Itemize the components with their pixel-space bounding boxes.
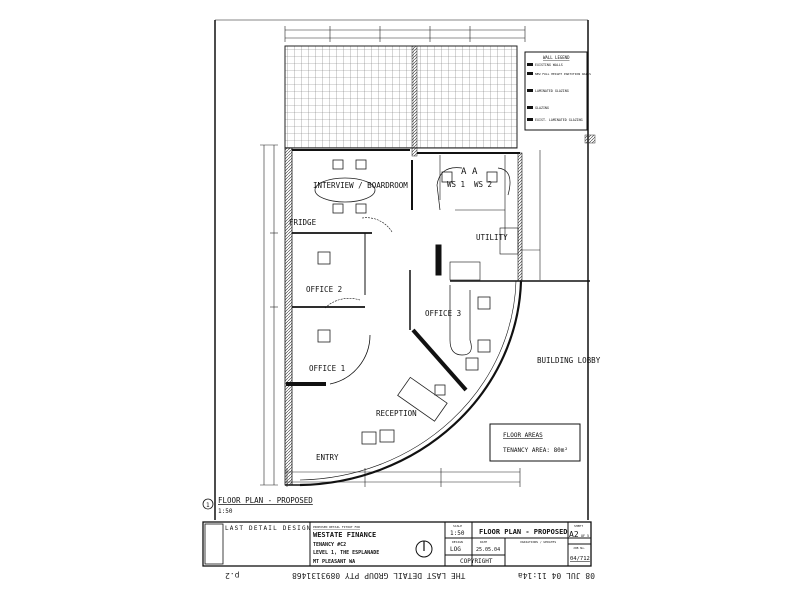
room-label-fridge: FRIDGE (289, 218, 317, 227)
tenancy: TENANCY #C2 (313, 542, 346, 548)
fax-datetime: 08 JUL 04 11:14a (517, 571, 595, 580)
sheet-frame (214, 19, 589, 520)
copyright: COPYRIGHT (460, 558, 493, 565)
legend-title: WALL LEGEND (543, 55, 570, 60)
legend-item: EXISTING WALLS (535, 63, 563, 67)
variations-label: VARIATIONS / UPDATES (520, 540, 556, 544)
caption-scale: 1:50 (218, 508, 233, 515)
job-label: JOB No. (573, 546, 586, 550)
wall-legend: WALL LEGEND EXISTING WALLS NEW FULL HEIG… (524, 51, 591, 131)
section-marker: A (461, 167, 467, 177)
legend-item: LAMINATED GLAZING (535, 89, 569, 93)
room-label-office1: OFFICE 1 (309, 364, 345, 373)
design-label: DESIGN (452, 540, 463, 544)
sheet-label: SHEET (574, 524, 583, 528)
reception-desk (397, 376, 448, 422)
legend-item: EXIST. LAMINATED GLAZING (535, 118, 583, 122)
room-label-utility: UTILITY (476, 233, 508, 242)
date-label: DATE (480, 540, 487, 544)
fax-header: 08 JUL 04 11:14a THE LAST DETAIL GROUP P… (225, 571, 595, 580)
fax-sender: THE LAST DETAIL GROUP PTY 0893131468 (292, 571, 466, 580)
room-label-office3: OFFICE 3 (425, 309, 461, 318)
title-block (202, 521, 592, 567)
boardroom-table (314, 177, 376, 203)
sheet-of: OF 5 (581, 534, 589, 538)
dimension-lines (260, 26, 541, 487)
walls (284, 147, 590, 487)
room-label-boardroom: INTERVIEW / BOARDROOM (313, 181, 408, 190)
hatch-sample (584, 134, 596, 144)
drawing-caption: 1 FLOOR PLAN - PROPOSED 1:50 (202, 496, 313, 515)
room-label-reception: RECEPTION (376, 409, 417, 418)
firm-name: LAST DETAIL DESIGN (225, 525, 312, 532)
project-label: PROPOSED RETAIL FITOUT FOR (313, 525, 360, 529)
room-labels: INTERVIEW / BOARDROOM FRIDGE WS 1 WS 2 U… (289, 167, 601, 462)
wall-column (411, 45, 418, 157)
design-value: LOG (450, 546, 461, 553)
legend-item: GLAZING (535, 106, 549, 110)
floor-areas-title: FLOOR AREAS (503, 432, 543, 439)
room-label-office2: OFFICE 2 (306, 285, 342, 294)
drawing-title: FLOOR PLAN - PROPOSED (479, 528, 568, 536)
suburb: MT PLEASANT WA (313, 559, 355, 565)
date-value: 25.05.04 (476, 547, 500, 553)
client-name: WESTATE FINANCE (313, 531, 376, 539)
title-block-text: LAST DETAIL DESIGN PROPOSED RETAIL FITOU… (225, 524, 590, 565)
room-label-ws2: WS 2 (474, 180, 492, 189)
scale-value: 1:50 (450, 530, 465, 537)
tenancy-area: TENANCY AREA: 80m² (503, 447, 568, 454)
room-label-entry: ENTRY (316, 453, 339, 462)
sheet-number: A2 (569, 530, 579, 539)
floor-areas-box: FLOOR AREAS TENANCY AREA: 80m² (489, 423, 581, 462)
legend-item: NEW FULL HEIGHT PARTITION WALLS (535, 72, 591, 76)
room-label-ws1: WS 1 (447, 180, 465, 189)
scale-label: SCALE (453, 524, 462, 528)
section-marker: A (472, 167, 478, 177)
level: LEVEL 1, THE ESPLANADE (313, 550, 379, 556)
balcony-area (284, 45, 518, 149)
furniture (314, 159, 498, 445)
caption-title: FLOOR PLAN - PROPOSED (218, 496, 313, 505)
fax-page: p.2 (225, 571, 240, 580)
room-label-building-lobby: BUILDING LOBBY (537, 356, 601, 365)
caption-number: 1 (206, 502, 210, 509)
job-number: 04/712 (570, 556, 590, 562)
